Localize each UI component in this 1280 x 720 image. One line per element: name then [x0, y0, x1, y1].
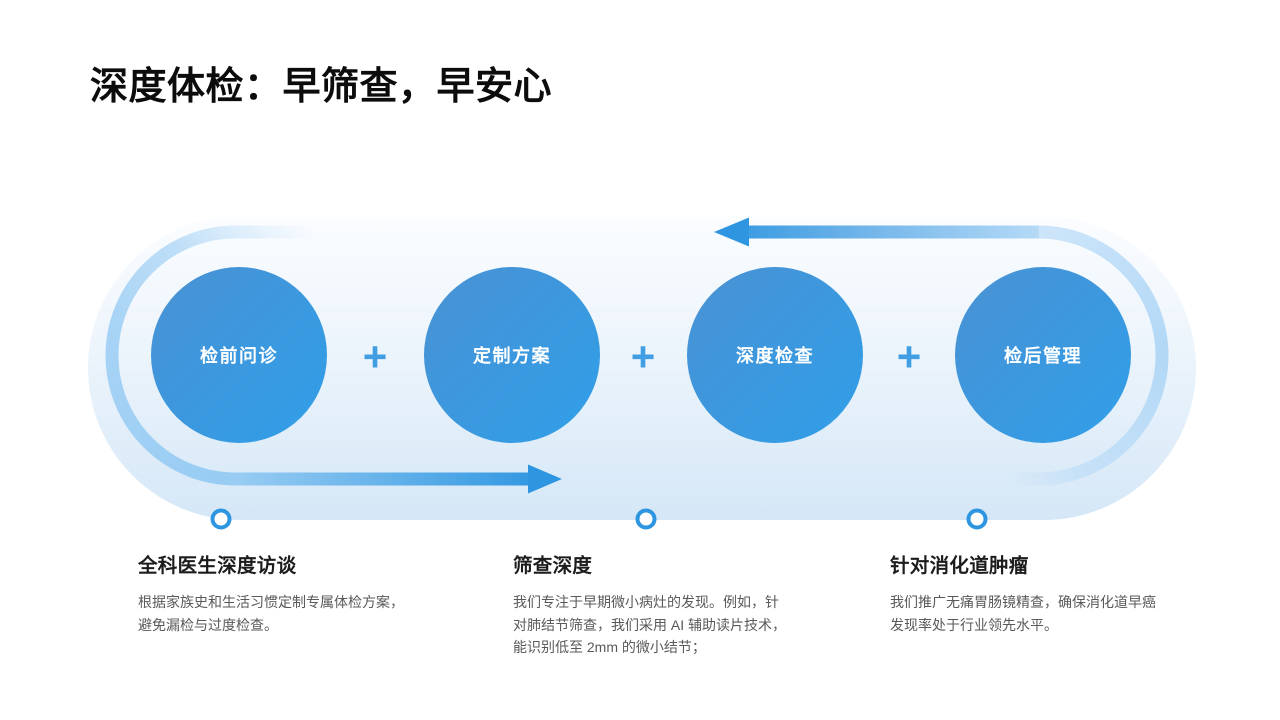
note-1-heading: 全科医生深度访谈 [138, 555, 297, 577]
note-3-body: 我们推广无痛胃肠镜精查，确保消化道早癌发现率处于行业领先水平。 [890, 594, 1156, 633]
process-step-4-label: 检后管理 [1004, 346, 1082, 366]
plus-separator-1: + [362, 333, 388, 380]
process-step-1: 检前问诊 [151, 267, 327, 443]
note-2-body: 我们专注于早期微小病灶的发现。例如，针对肺结节筛查，我们采用 AI 辅助读片技术… [513, 594, 787, 655]
process-step-1-label: 检前问诊 [200, 346, 278, 366]
timeline-dot-2 [635, 508, 657, 530]
note-column-3: 针对消化道肿瘤 我们推广无痛胃肠镜精查，确保消化道早癌发现率处于行业领先水平。 [890, 549, 1162, 636]
process-step-3: 深度检查 [687, 267, 863, 443]
slide-title: 深度体检：早筛查，早安心 [90, 66, 553, 108]
timeline-dot-3 [966, 508, 988, 530]
process-step-2: 定制方案 [424, 267, 600, 443]
forward-arrow-head [528, 464, 562, 494]
plus-separator-3: + [896, 333, 922, 380]
note-2-heading: 筛查深度 [513, 555, 593, 577]
process-step-3-label: 深度检查 [736, 346, 814, 366]
process-step-4: 检后管理 [955, 267, 1131, 443]
note-1-body: 根据家族史和生活习惯定制专属体检方案，避免漏检与过度检查。 [138, 594, 404, 633]
plus-separator-2: + [630, 333, 656, 380]
return-arrow-head [714, 217, 749, 247]
note-3-heading: 针对消化道肿瘤 [890, 555, 1029, 577]
note-column-2: 筛查深度 我们专注于早期微小病灶的发现。例如，针对肺结节筛查，我们采用 AI 辅… [513, 549, 787, 659]
timeline-dot-1 [210, 508, 232, 530]
note-column-1: 全科医生深度访谈 根据家族史和生活习惯定制专属体检方案，避免漏检与过度检查。 [138, 549, 410, 636]
process-step-2-label: 定制方案 [473, 346, 551, 366]
